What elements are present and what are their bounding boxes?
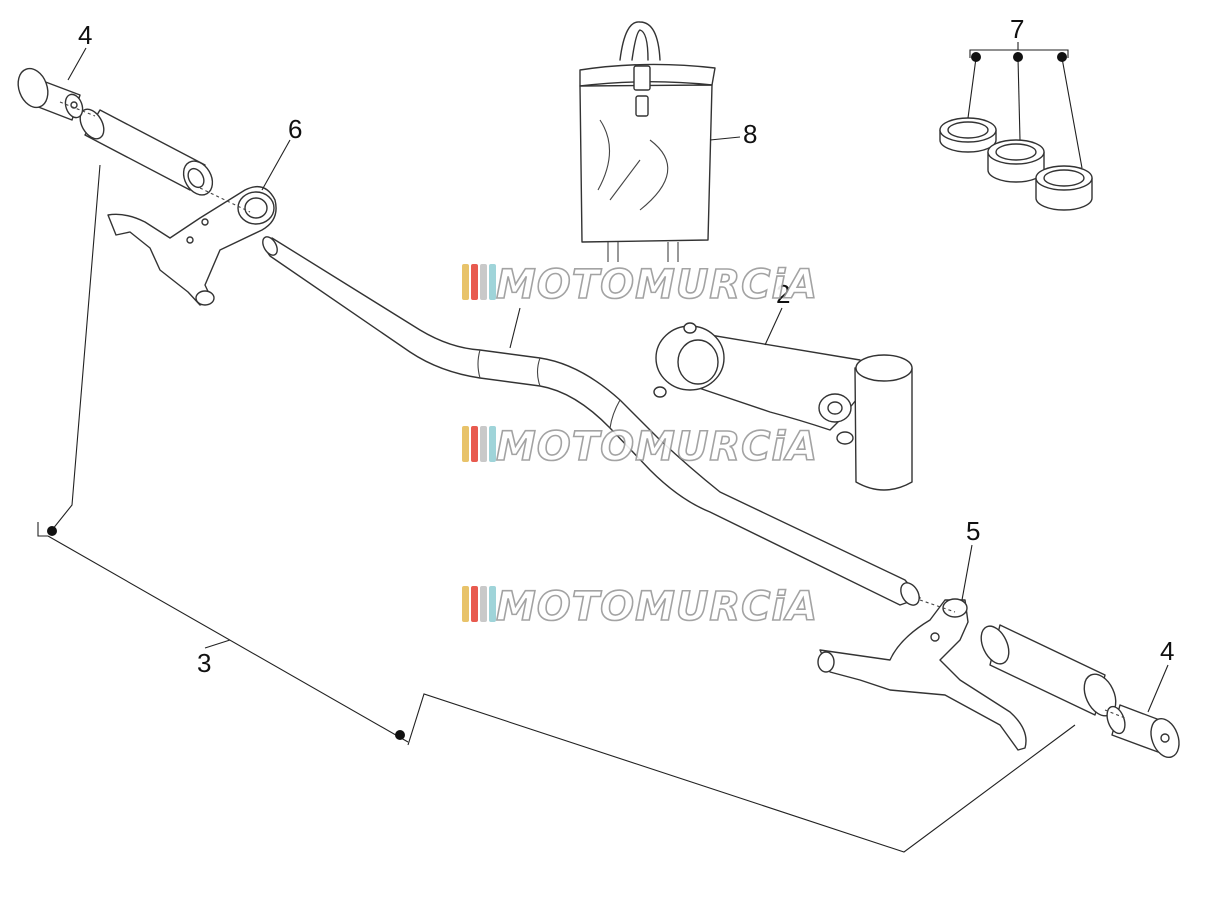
- spacer-rings: [939, 117, 1093, 211]
- watermark-stripe: [480, 264, 487, 300]
- callout-labels: 4 6 8 7 2 5 4 3: [78, 14, 1174, 678]
- watermark-text: MOTOMURCiA: [496, 424, 818, 470]
- callout-8: 8: [743, 119, 757, 149]
- watermark-1: MOTOMURCiA: [462, 261, 818, 309]
- tool-bag: [579, 21, 716, 262]
- spacer-ring-1: [939, 117, 997, 153]
- watermark-stripe: [489, 426, 496, 462]
- spacer-ring-2: [987, 139, 1045, 183]
- left-grip: [79, 108, 214, 196]
- watermark-stripe: [489, 264, 496, 300]
- watermark-stripe: [480, 586, 487, 622]
- watermark-stripe: [471, 586, 478, 622]
- callout-2: 2: [776, 279, 790, 309]
- leader-lines: [37, 42, 1169, 853]
- watermark-2: MOTOMURCiA: [462, 423, 818, 471]
- stem: [653, 322, 913, 491]
- handlebar: [262, 236, 921, 606]
- callout-3: 3: [197, 648, 211, 678]
- watermark-stripe: [462, 426, 469, 462]
- watermark-3: MOTOMURCiA: [462, 583, 818, 631]
- spacer-ring-3: [1035, 165, 1093, 211]
- left-bar-end: [17, 67, 84, 121]
- watermark-stripe: [471, 264, 478, 300]
- watermark-stripe: [471, 426, 478, 462]
- right-bar-end: [1106, 704, 1180, 759]
- callout-6: 6: [288, 114, 302, 144]
- watermark-stripe: [462, 264, 469, 300]
- watermark-stripe: [489, 586, 496, 622]
- callout-5: 5: [966, 516, 980, 546]
- watermark-stripe: [462, 586, 469, 622]
- left-brake-lever: [107, 186, 277, 306]
- watermark-text: MOTOMURCiA: [496, 262, 818, 308]
- right-brake-lever: [817, 598, 1027, 751]
- watermark-stripe: [480, 426, 487, 462]
- callout-7: 7: [1010, 14, 1024, 44]
- callout-4-top: 4: [78, 20, 92, 50]
- watermark-text: MOTOMURCiA: [496, 584, 818, 630]
- callout-4-bottom: 4: [1160, 636, 1174, 666]
